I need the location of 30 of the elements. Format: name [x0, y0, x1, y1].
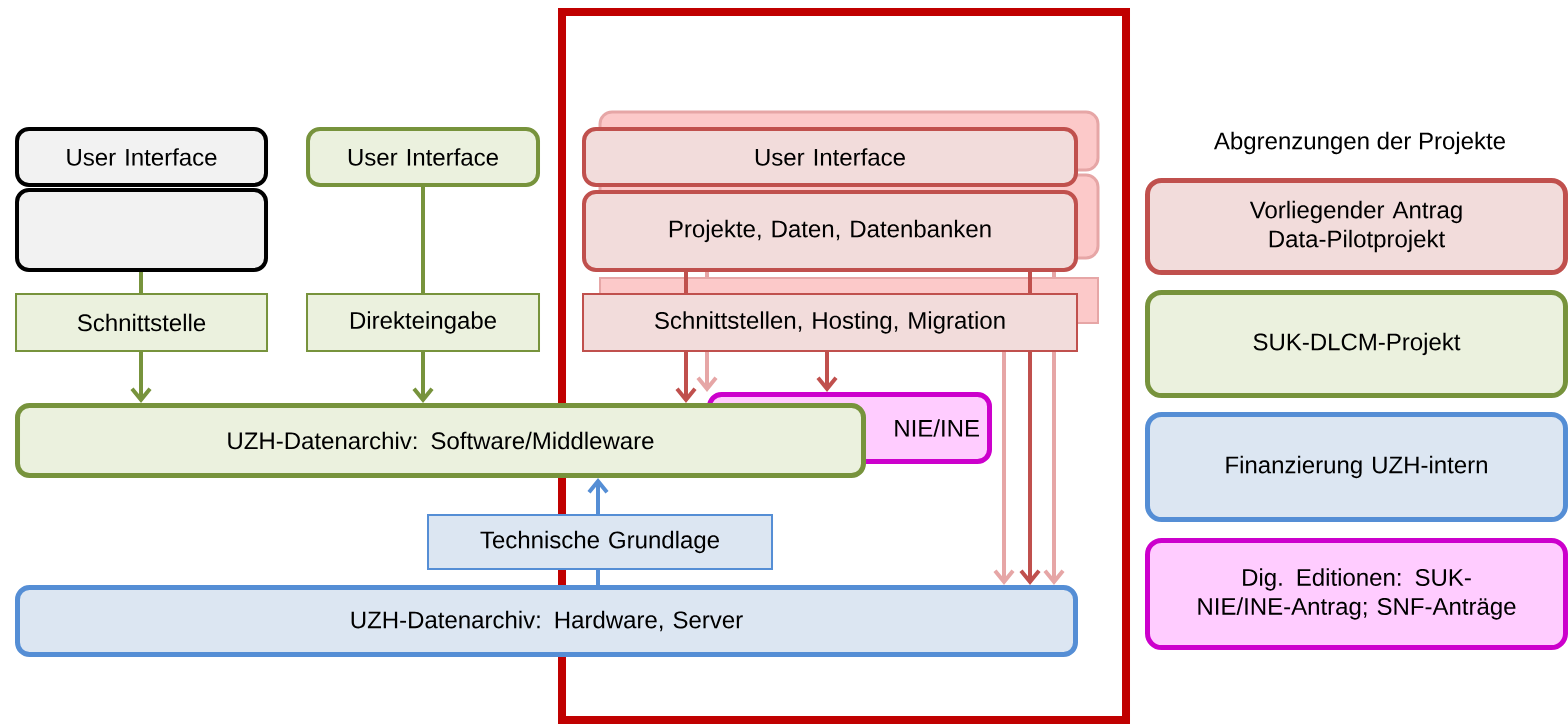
process-box: User Interface	[15, 127, 268, 187]
legend-box: Vorliegender Antrag Data-Pilotprojekt	[1145, 178, 1568, 275]
process-box: Projekte, Daten, Datenbanken	[582, 190, 1078, 272]
process-box: Direkteingabe	[306, 293, 540, 352]
process-box: User Interface	[306, 127, 540, 187]
connector-line	[421, 187, 425, 293]
arrow	[696, 352, 718, 392]
arrow	[816, 352, 838, 392]
legend-heading: Abgrenzungen der Projekte	[1213, 131, 1505, 155]
arrow	[1019, 352, 1041, 585]
connector-line	[684, 272, 688, 293]
arrow	[675, 352, 697, 403]
empty-box	[15, 188, 268, 272]
arrow	[412, 352, 434, 403]
process-box: User Interface	[582, 127, 1078, 187]
process-box: Technische Grundlage	[427, 514, 773, 570]
arrow	[587, 478, 609, 514]
connector-line	[596, 570, 600, 585]
connector-line	[139, 272, 143, 293]
legend-box: SUK-DLCM-Projekt	[1145, 290, 1568, 398]
legend-box: Finanzierung UZH-intern	[1145, 412, 1568, 522]
process-box: UZH-Datenarchiv: Hardware, Server	[15, 585, 1078, 657]
connector-line	[1028, 272, 1032, 293]
arrow	[130, 352, 152, 403]
legend-box: Dig. Editionen: SUK-NIE/INE-Antrag; SNF-Anträge	[1145, 538, 1568, 650]
process-box: Schnittstellen, Hosting, Migration	[582, 293, 1078, 352]
process-box: Schnittstelle	[15, 293, 268, 352]
arrow	[993, 352, 1015, 585]
process-box: UZH-Datenarchiv: Software/Middleware	[15, 403, 866, 478]
arrow	[1043, 352, 1065, 585]
